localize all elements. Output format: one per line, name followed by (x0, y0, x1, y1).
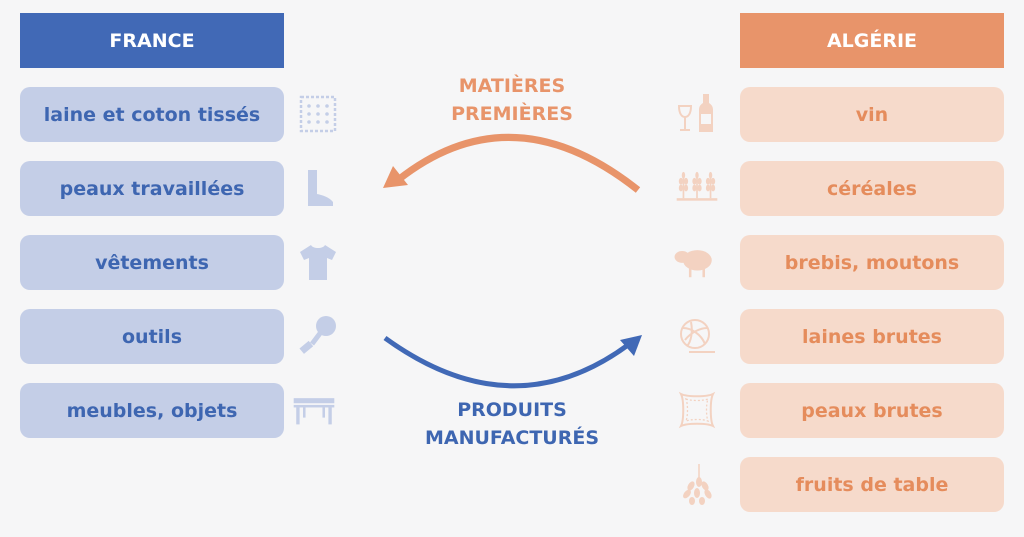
france-item-tools: outils (20, 309, 284, 364)
dates-icon (683, 464, 712, 505)
france-item-clothes: vêtements (20, 235, 284, 290)
raw-materials-line2: PREMIÈRES (451, 103, 573, 125)
raw-materials-arrow (395, 133, 641, 193)
item-label: laines brutes (802, 325, 942, 348)
algerie-item-cereals: céréales (740, 161, 1004, 216)
table-icon (293, 398, 335, 425)
manufactured-goods-label: PRODUITS MANUFACTURÉS (362, 396, 662, 452)
shovel-icon (299, 316, 336, 354)
item-label: outils (122, 325, 182, 348)
wine-icon (677, 94, 713, 132)
tshirt-icon (300, 245, 336, 280)
item-label: céréales (827, 177, 917, 200)
item-label: vin (855, 103, 889, 126)
manufactured-line1: PRODUITS (457, 399, 567, 421)
france-item-fabric: laine et coton tissés (20, 87, 284, 142)
france-header: FRANCE (20, 13, 284, 68)
sheep-icon (674, 250, 712, 278)
france-title: FRANCE (109, 29, 195, 52)
item-label: brebis, moutons (784, 251, 960, 274)
item-label: peaux travaillées (59, 177, 245, 200)
wheat-icon (676, 171, 718, 201)
algerie-item-raw-wool: laines brutes (740, 309, 1004, 364)
item-label: vêtements (95, 251, 209, 274)
item-label: fruits de table (795, 473, 949, 496)
hide-icon (678, 391, 716, 429)
algerie-item-fruits: fruits de table (740, 457, 1004, 512)
algerie-item-wine: vin (740, 87, 1004, 142)
yarn-ball-icon (680, 319, 715, 353)
algerie-item-sheep: brebis, moutons (740, 235, 1004, 290)
france-item-leather: peaux travaillées (20, 161, 284, 216)
raw-materials-arrowhead (383, 166, 408, 188)
item-label: laine et coton tissés (43, 103, 261, 126)
algerie-title: ALGÉRIE (826, 29, 918, 52)
boot-icon (308, 170, 333, 206)
item-label: meubles, objets (66, 399, 238, 422)
algerie-item-raw-hides: peaux brutes (740, 383, 1004, 438)
manufactured-line2: MANUFACTURÉS (424, 427, 600, 449)
manufactured-goods-arrowhead (620, 335, 642, 356)
algerie-header: ALGÉRIE (740, 13, 1004, 68)
france-item-furniture: meubles, objets (20, 383, 284, 438)
fabric-icon (299, 95, 337, 133)
manufactured-goods-arrow (383, 335, 630, 389)
item-label: peaux brutes (801, 399, 943, 422)
raw-materials-line1: MATIÈRES (458, 75, 566, 97)
raw-materials-label: MATIÈRES PREMIÈRES (362, 72, 662, 128)
